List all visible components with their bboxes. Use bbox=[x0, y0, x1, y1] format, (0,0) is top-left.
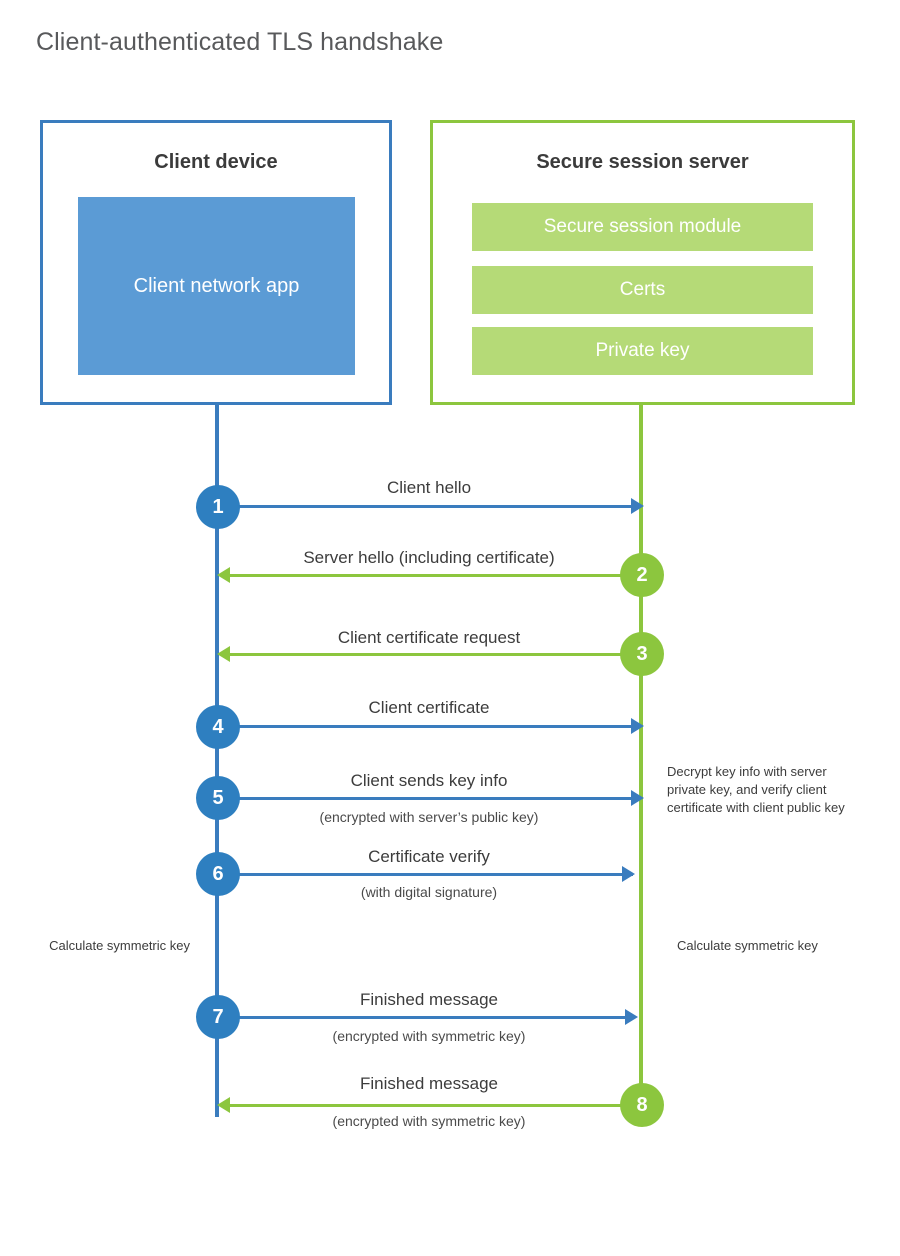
step-8-badge[interactable]: 8 bbox=[620, 1083, 664, 1127]
step-6-label: Certificate verify bbox=[368, 847, 490, 866]
step-2-label: Server hello (including certificate) bbox=[303, 548, 555, 567]
step-4-label: Client certificate bbox=[368, 698, 490, 717]
step-1-arrow-line bbox=[217, 505, 633, 508]
server-decrypt-note: Decrypt key info with server private key… bbox=[667, 764, 845, 815]
step-4-arrow-head bbox=[631, 718, 644, 734]
step-8-arrow-line bbox=[230, 1104, 641, 1107]
step-5-arrow-line bbox=[217, 797, 633, 800]
step-1-badge[interactable]: 1 bbox=[196, 485, 240, 529]
secure-session-server-title: Secure session server bbox=[536, 151, 749, 173]
step-4-arrow-line bbox=[217, 725, 633, 728]
step-1-label: Client hello bbox=[386, 478, 472, 497]
step-2-badge[interactable]: 2 bbox=[620, 553, 664, 597]
client-device-title: Client device bbox=[154, 151, 278, 173]
secure-session-server-box: Secure session server Secure session mod… bbox=[430, 120, 855, 405]
step-5-badge[interactable]: 5 bbox=[196, 776, 240, 820]
step-6-badge[interactable]: 6 bbox=[196, 852, 240, 896]
server-lifeline bbox=[639, 405, 643, 1105]
step-5-sublabel: (encrypted with server’s public key) bbox=[319, 809, 539, 825]
step-8-arrow-head bbox=[217, 1097, 230, 1113]
server-component-certs: Certs bbox=[472, 266, 813, 314]
step-6-arrow-line bbox=[217, 873, 633, 876]
client-device-box: Client device Client network app bbox=[40, 120, 392, 405]
step-3-label: Client certificate request bbox=[337, 628, 521, 647]
step-2-arrow-head bbox=[217, 567, 230, 583]
step-4-badge[interactable]: 4 bbox=[196, 705, 240, 749]
step-6-sublabel: (with digital signature) bbox=[360, 884, 498, 900]
step-8-label: Finished message bbox=[360, 1074, 498, 1093]
step-1-arrow-head bbox=[631, 498, 644, 514]
step-7-arrow-head bbox=[625, 1009, 638, 1025]
client-calculate-symmetric-key-note: Calculate symmetric key bbox=[49, 938, 190, 953]
step-3-arrow-head bbox=[217, 646, 230, 662]
server-component-private-key: Private key bbox=[472, 327, 813, 375]
step-7-arrow-line bbox=[217, 1016, 627, 1019]
step-5-arrow-head bbox=[631, 790, 644, 806]
step-3-badge[interactable]: 3 bbox=[620, 632, 664, 676]
page-title: Client-authenticated TLS handshake bbox=[36, 28, 444, 56]
server-calculate-symmetric-key-note: Calculate symmetric key bbox=[677, 938, 818, 953]
step-7-badge[interactable]: 7 bbox=[196, 995, 240, 1039]
step-5-label: Client sends key info bbox=[350, 771, 508, 790]
client-network-app-block: Client network app bbox=[78, 197, 355, 375]
step-6-arrow-head bbox=[622, 866, 635, 882]
step-7-sublabel: (encrypted with symmetric key) bbox=[332, 1028, 526, 1044]
step-3-arrow-line bbox=[230, 653, 641, 656]
step-2-arrow-line bbox=[230, 574, 641, 577]
client-lifeline bbox=[215, 405, 219, 1117]
server-component-secure-session-module: Secure session module bbox=[472, 203, 813, 251]
step-8-sublabel: (encrypted with symmetric key) bbox=[332, 1113, 526, 1129]
step-7-label: Finished message bbox=[360, 990, 498, 1009]
